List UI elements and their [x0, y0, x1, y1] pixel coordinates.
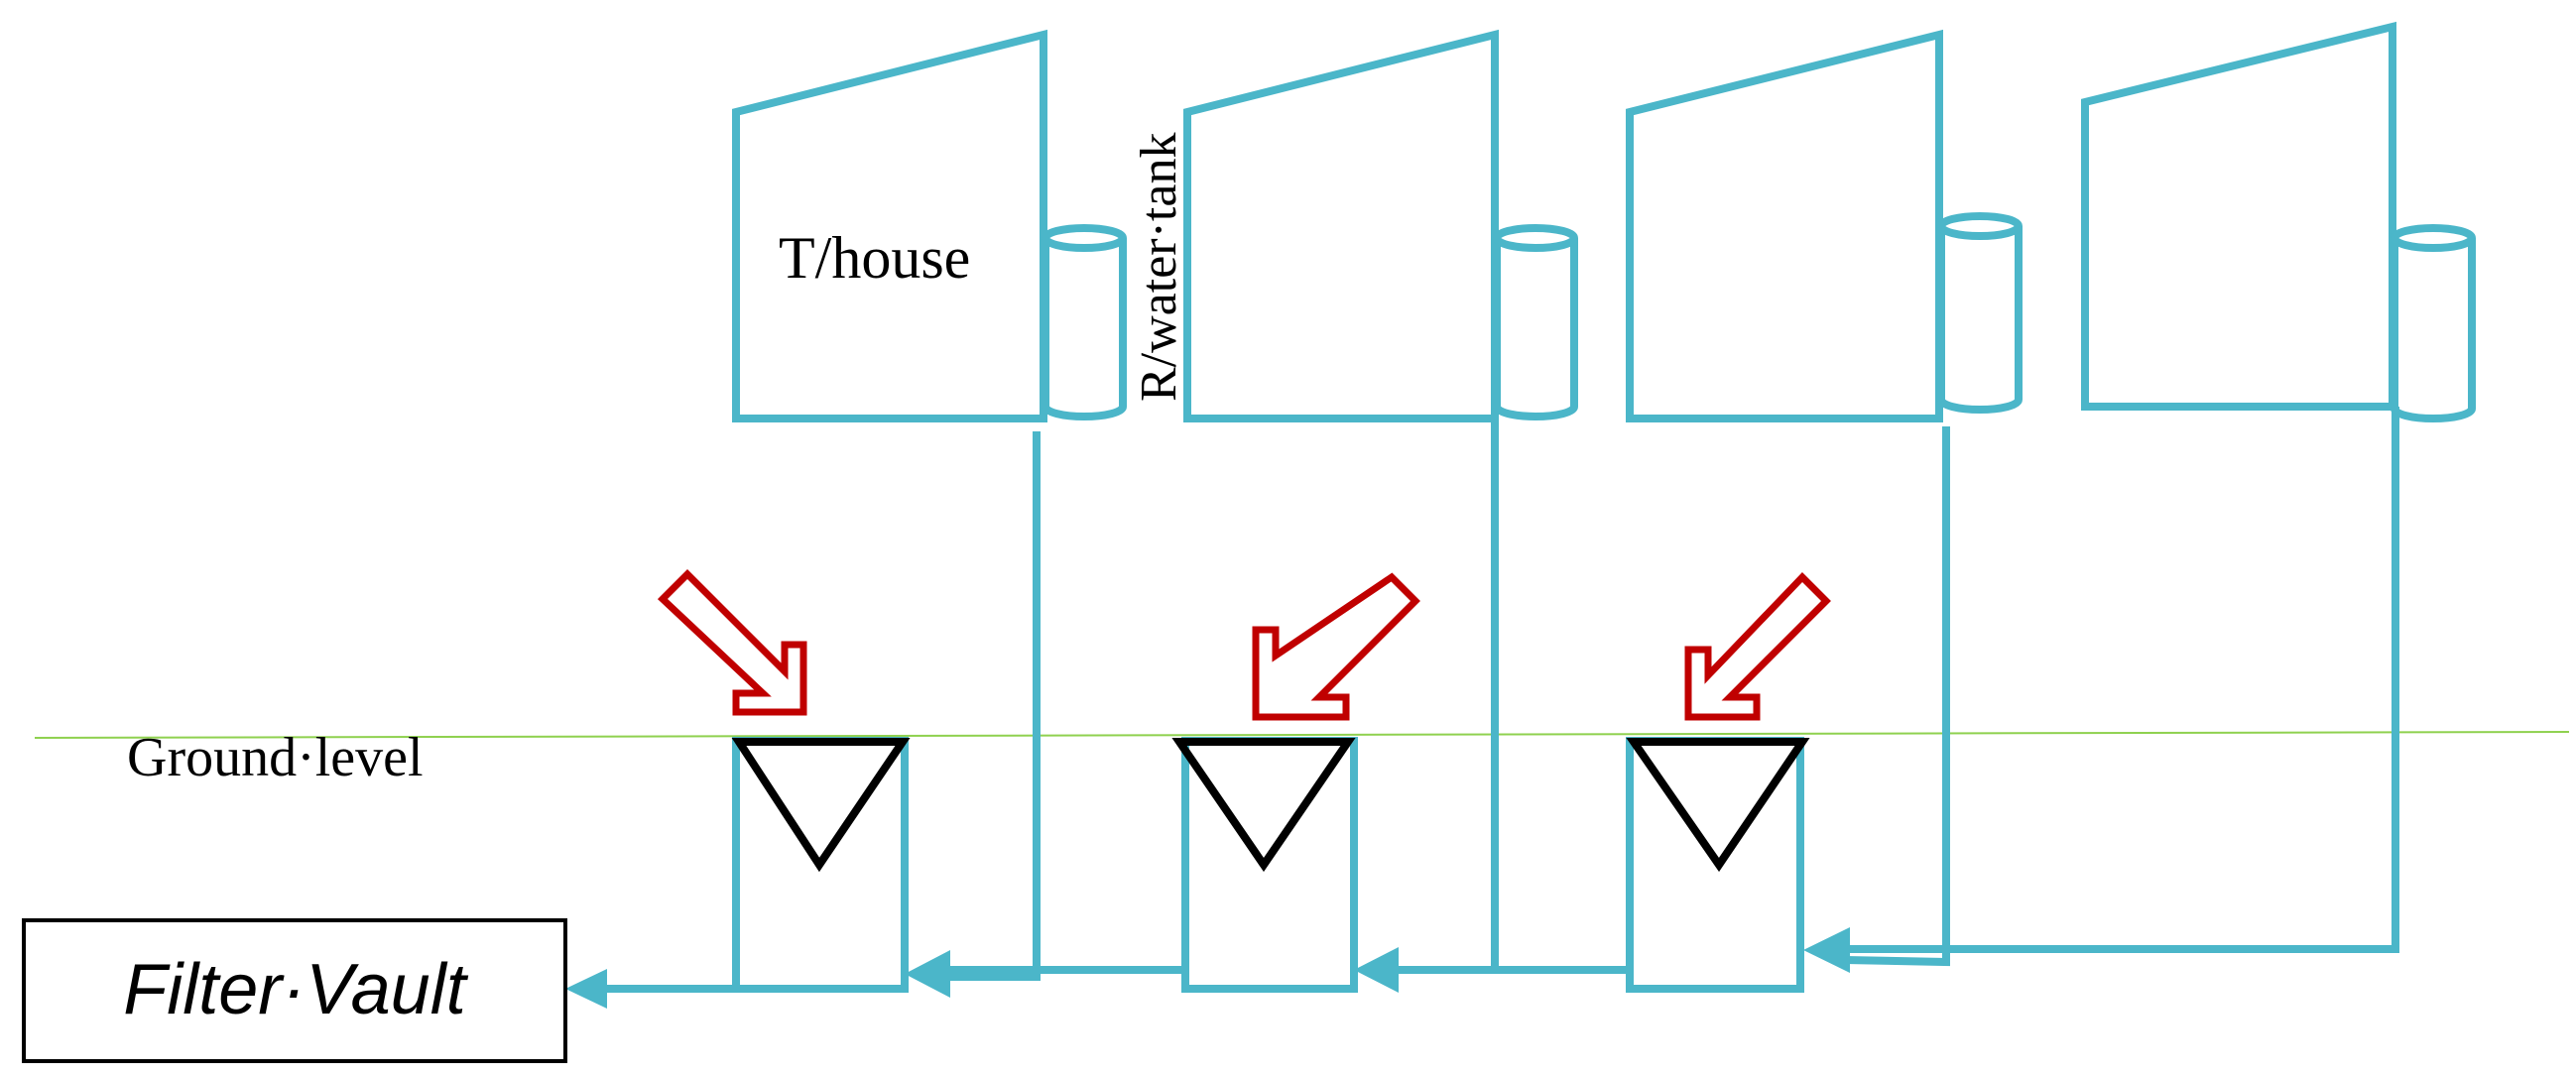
- house-3: [1626, 29, 2023, 422]
- filter-1-triangle-icon: [731, 738, 911, 873]
- filter-vault-label: Filter·Vault: [123, 950, 468, 1029]
- tank-3: [1937, 226, 2023, 414]
- filter-vault: Filter·Vault: [22, 918, 567, 1063]
- filter-pit-1: [731, 737, 911, 993]
- tank-4: [2391, 238, 2476, 422]
- tank-1: [1042, 238, 1127, 420]
- filter-pit-2-box: [1181, 737, 1358, 993]
- house-3-roof-body: [1626, 29, 1943, 422]
- house-label: T/house: [779, 225, 970, 291]
- arrowhead-into-pit3-icon: [1803, 927, 1850, 973]
- tank-3-top: [1937, 212, 2023, 240]
- arrowhead-into-pit2-icon: [1354, 947, 1399, 993]
- arrowhead-into-pit1-icon: [905, 950, 950, 998]
- inlet-arrow-3-icon: [1684, 571, 1831, 721]
- filter-3-triangle-icon: [1626, 738, 1810, 873]
- downpipes: [942, 407, 2399, 981]
- tank-label: R/water·tank: [1131, 133, 1187, 402]
- arrowhead-into-vault-icon: [565, 969, 607, 1009]
- tank-2: [1493, 238, 1578, 420]
- flow-pipes: [600, 966, 1630, 993]
- tank-4-top: [2391, 224, 2476, 252]
- tank-2-top: [1493, 224, 1578, 252]
- house-1: [732, 29, 1127, 422]
- ground-level-line: [34, 731, 2570, 739]
- filter-pit-2: [1171, 737, 1358, 993]
- house-2: [1183, 29, 1578, 422]
- downpipe-4: [1845, 407, 2399, 953]
- inlet-arrow-2-icon: [1252, 572, 1420, 721]
- tank-1-top: [1042, 224, 1127, 252]
- filter-2-triangle-icon: [1171, 738, 1356, 873]
- downpipe-2: [1394, 419, 1499, 974]
- house-4-roof-body: [2081, 21, 2396, 411]
- house-2-roof-body: [1183, 29, 1499, 422]
- downpipe-1: [942, 431, 1041, 981]
- house-4: [2081, 21, 2476, 422]
- filter-pit-3: [1626, 737, 1810, 993]
- inlet-arrow-1-icon: [657, 569, 807, 716]
- house-1-roof-body: [732, 29, 1047, 422]
- filter-vault-box: [22, 918, 567, 1063]
- downpipe-3: [1844, 426, 1950, 967]
- ground-level-label: Ground·level: [127, 727, 424, 788]
- flow-arrowheads: [565, 927, 1850, 1009]
